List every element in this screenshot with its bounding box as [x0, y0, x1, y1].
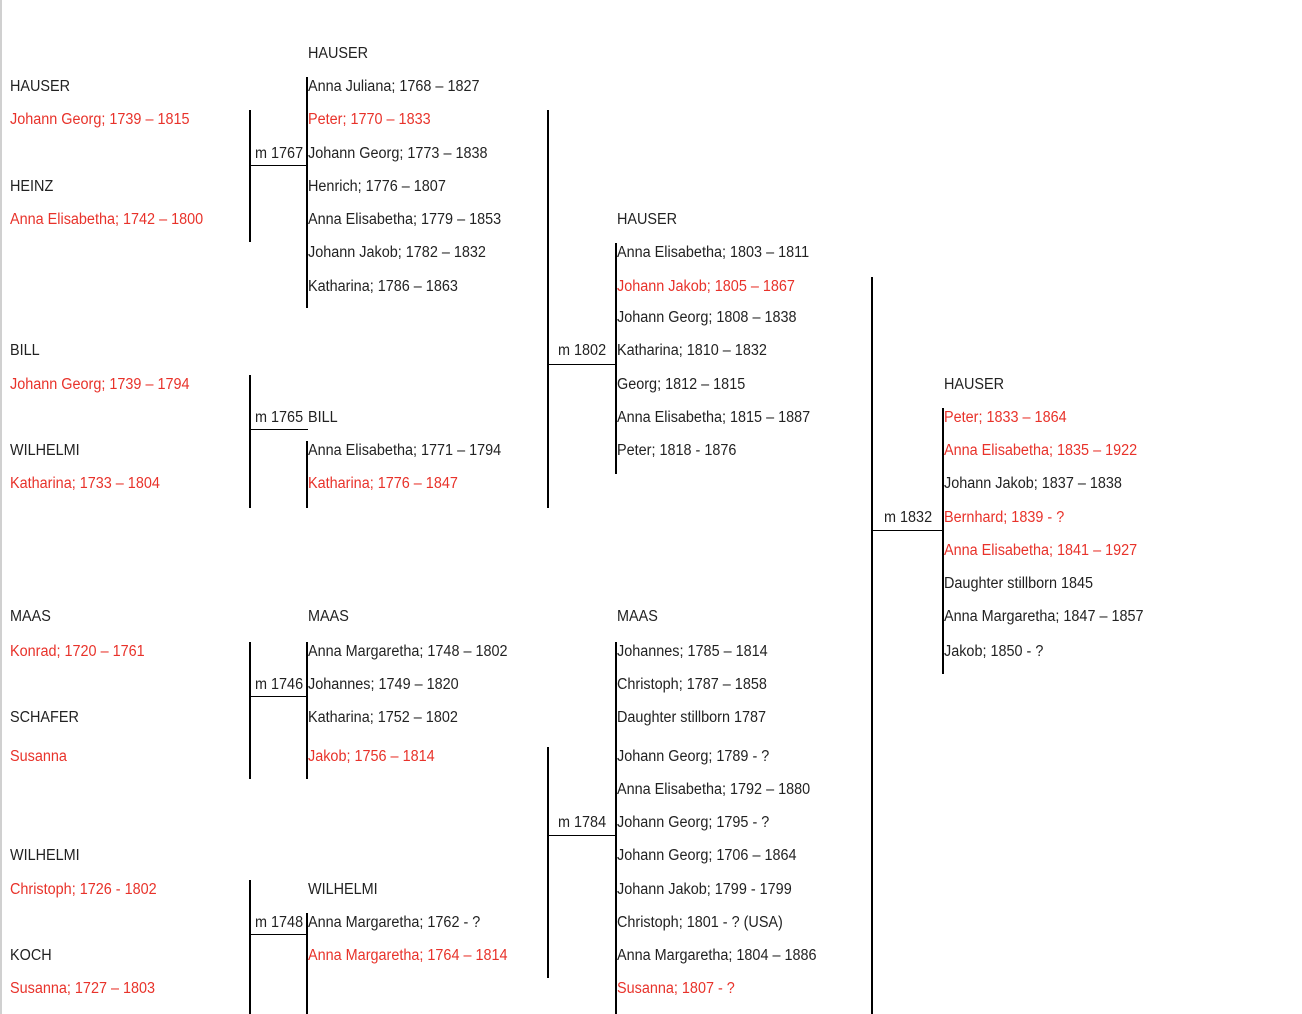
child-entry: Peter; 1818 - 1876 — [617, 442, 737, 459]
wife-surname: WILHELMI — [10, 442, 80, 459]
child-entry: Anna Elisabetha; 1779 – 1853 — [308, 211, 502, 228]
children-bracket — [306, 642, 308, 779]
child-entry: Anna Elisabetha; 1792 – 1880 — [617, 781, 811, 798]
couple-connector-horizontal — [872, 530, 942, 531]
child-entry: Johann Jakob; 1799 - 1799 — [617, 881, 792, 898]
marriage-label: m 1748 — [255, 914, 304, 931]
child-entry: Katharina; 1752 – 1802 — [308, 709, 458, 726]
child-entry: Anna Elisabetha; 1803 – 1811 — [617, 244, 810, 261]
child-entry: Johann Georg; 1706 – 1864 — [617, 847, 797, 864]
children-bracket — [306, 77, 308, 308]
child-entry: Peter; 1833 – 1864 — [944, 409, 1067, 426]
marriage-label: m 1802 — [558, 342, 607, 359]
marriage-label: m 1767 — [255, 145, 304, 162]
wife-surname: KOCH — [10, 947, 52, 964]
child-entry: Christoph; 1787 – 1858 — [617, 676, 767, 693]
child-entry: Daughter stillborn 1845 — [944, 575, 1094, 592]
child-entry: Peter; 1770 – 1833 — [308, 111, 431, 128]
children-surname: MAAS — [308, 608, 349, 625]
husband-name: Johann Georg; 1739 – 1815 — [10, 111, 190, 128]
child-entry: Anna Margaretha; 1764 – 1814 — [308, 947, 508, 964]
child-entry: Johann Jakob; 1805 – 1867 — [617, 278, 795, 295]
wife-surname: SCHAFER — [10, 709, 79, 726]
children-bracket — [306, 913, 308, 1014]
child-entry: Johannes; 1785 – 1814 — [617, 643, 768, 660]
children-surname: WILHELMI — [308, 881, 378, 898]
children-surname: HAUSER — [944, 376, 1005, 393]
husband-surname: MAAS — [10, 608, 51, 625]
husband-name: Johann Georg; 1739 – 1794 — [10, 376, 190, 393]
child-entry: Anna Margaretha; 1804 – 1886 — [617, 947, 817, 964]
children-bracket — [615, 642, 617, 1014]
child-entry: Anna Elisabetha; 1771 – 1794 — [308, 442, 502, 459]
marriage-label: m 1765 — [255, 409, 304, 426]
couple-connector-horizontal — [548, 364, 616, 365]
child-entry: Anna Elisabetha; 1835 – 1922 — [944, 442, 1138, 459]
couple-connector-horizontal — [250, 696, 308, 697]
children-bracket — [615, 243, 617, 474]
child-entry: Daughter stillborn 1787 — [617, 709, 767, 726]
husband-surname: HAUSER — [10, 78, 71, 95]
couple-connector-vertical — [547, 747, 549, 978]
child-entry: Georg; 1812 – 1815 — [617, 376, 746, 393]
children-surname: MAAS — [617, 608, 658, 625]
husband-name: Christoph; 1726 - 1802 — [10, 881, 157, 898]
child-entry: Johann Georg; 1789 - ? — [617, 748, 770, 765]
wife-name: Susanna — [10, 748, 67, 765]
wife-name: Katharina; 1733 – 1804 — [10, 475, 160, 492]
child-entry: Anna Margaretha; 1762 - ? — [308, 914, 481, 931]
couple-connector-vertical — [249, 880, 251, 1014]
husband-name: Konrad; 1720 – 1761 — [10, 643, 145, 660]
marriage-label: m 1832 — [884, 509, 933, 526]
child-entry: Anna Margaretha; 1847 – 1857 — [944, 608, 1144, 625]
couple-connector-horizontal — [548, 835, 616, 836]
child-entry: Bernhard; 1839 - ? — [944, 509, 1065, 526]
couple-connector-horizontal — [250, 429, 308, 430]
child-entry: Johann Georg; 1795 - ? — [617, 814, 770, 831]
couple-connector-vertical — [249, 642, 251, 779]
children-bracket — [306, 441, 308, 508]
wife-name: Susanna; 1727 – 1803 — [10, 980, 156, 997]
marriage-label: m 1746 — [255, 676, 304, 693]
husband-surname: WILHELMI — [10, 847, 80, 864]
couple-connector-horizontal — [250, 165, 308, 166]
child-entry: Johann Jakob; 1782 – 1832 — [308, 244, 486, 261]
children-surname: BILL — [308, 409, 338, 426]
children-surname: HAUSER — [308, 45, 369, 62]
child-entry: Johann Georg; 1808 – 1838 — [617, 309, 797, 326]
child-entry: Susanna; 1807 - ? — [617, 980, 735, 997]
couple-connector-vertical — [249, 110, 251, 242]
couple-connector-vertical — [547, 110, 549, 508]
child-entry: Anna Juliana; 1768 – 1827 — [308, 78, 480, 95]
child-entry: Johann Jakob; 1837 – 1838 — [944, 475, 1122, 492]
child-entry: Christoph; 1801 - ? (USA) — [617, 914, 783, 931]
marriage-label: m 1784 — [558, 814, 607, 831]
wife-surname: HEINZ — [10, 178, 54, 195]
child-entry: Anna Elisabetha; 1841 – 1927 — [944, 542, 1138, 559]
wife-name: Anna Elisabetha; 1742 – 1800 — [10, 211, 204, 228]
child-entry: Katharina; 1810 – 1832 — [617, 342, 767, 359]
child-entry: Anna Margaretha; 1748 – 1802 — [308, 643, 508, 660]
child-entry: Katharina; 1786 – 1863 — [308, 278, 458, 295]
children-surname: HAUSER — [617, 211, 678, 228]
child-entry: Jakob; 1756 – 1814 — [308, 748, 435, 765]
child-entry: Katharina; 1776 – 1847 — [308, 475, 458, 492]
child-entry: Johann Georg; 1773 – 1838 — [308, 145, 488, 162]
child-entry: Anna Elisabetha; 1815 – 1887 — [617, 409, 811, 426]
husband-surname: BILL — [10, 342, 40, 359]
children-bracket — [942, 408, 944, 674]
child-entry: Henrich; 1776 – 1807 — [308, 178, 446, 195]
left-border — [0, 0, 2, 1014]
child-entry: Jakob; 1850 - ? — [944, 643, 1044, 660]
child-entry: Johannes; 1749 – 1820 — [308, 676, 459, 693]
couple-connector-horizontal — [250, 934, 308, 935]
couple-connector-vertical — [249, 375, 251, 508]
couple-connector-vertical — [871, 277, 873, 1014]
